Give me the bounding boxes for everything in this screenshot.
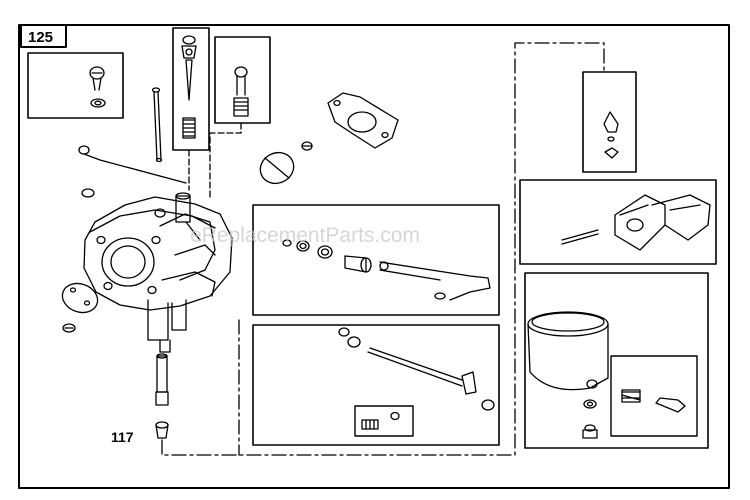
assembly-ref-box: 125: [20, 24, 67, 48]
throttle-shaft-box: [252, 204, 500, 316]
kit-box-screw-washer: [27, 52, 124, 119]
kit-box-screw-spring: [214, 36, 271, 124]
main-jet-tube: [155, 353, 169, 439]
leader-line: [161, 42, 605, 456]
carburetor-body: [83, 192, 233, 353]
assembly-ref-label: 125: [28, 29, 53, 46]
float-box: [519, 179, 717, 265]
idle-rod: [151, 87, 163, 163]
callout-label: 117: [111, 429, 134, 445]
inlet-needle-box: [582, 71, 637, 173]
disc-valve-part: [78, 145, 187, 198]
leader-line: [209, 122, 242, 201]
fuel-bowl-box: [524, 272, 709, 449]
throttle-plate-part: [259, 141, 313, 185]
bowl-disc-part: [61, 282, 99, 333]
kit-box-needle-spring: [172, 27, 210, 151]
gasket-part: [327, 92, 399, 149]
choke-shaft-box: [252, 324, 500, 446]
watermark-text: eReplacementParts.com: [190, 224, 420, 247]
diagram-border: [18, 24, 730, 489]
